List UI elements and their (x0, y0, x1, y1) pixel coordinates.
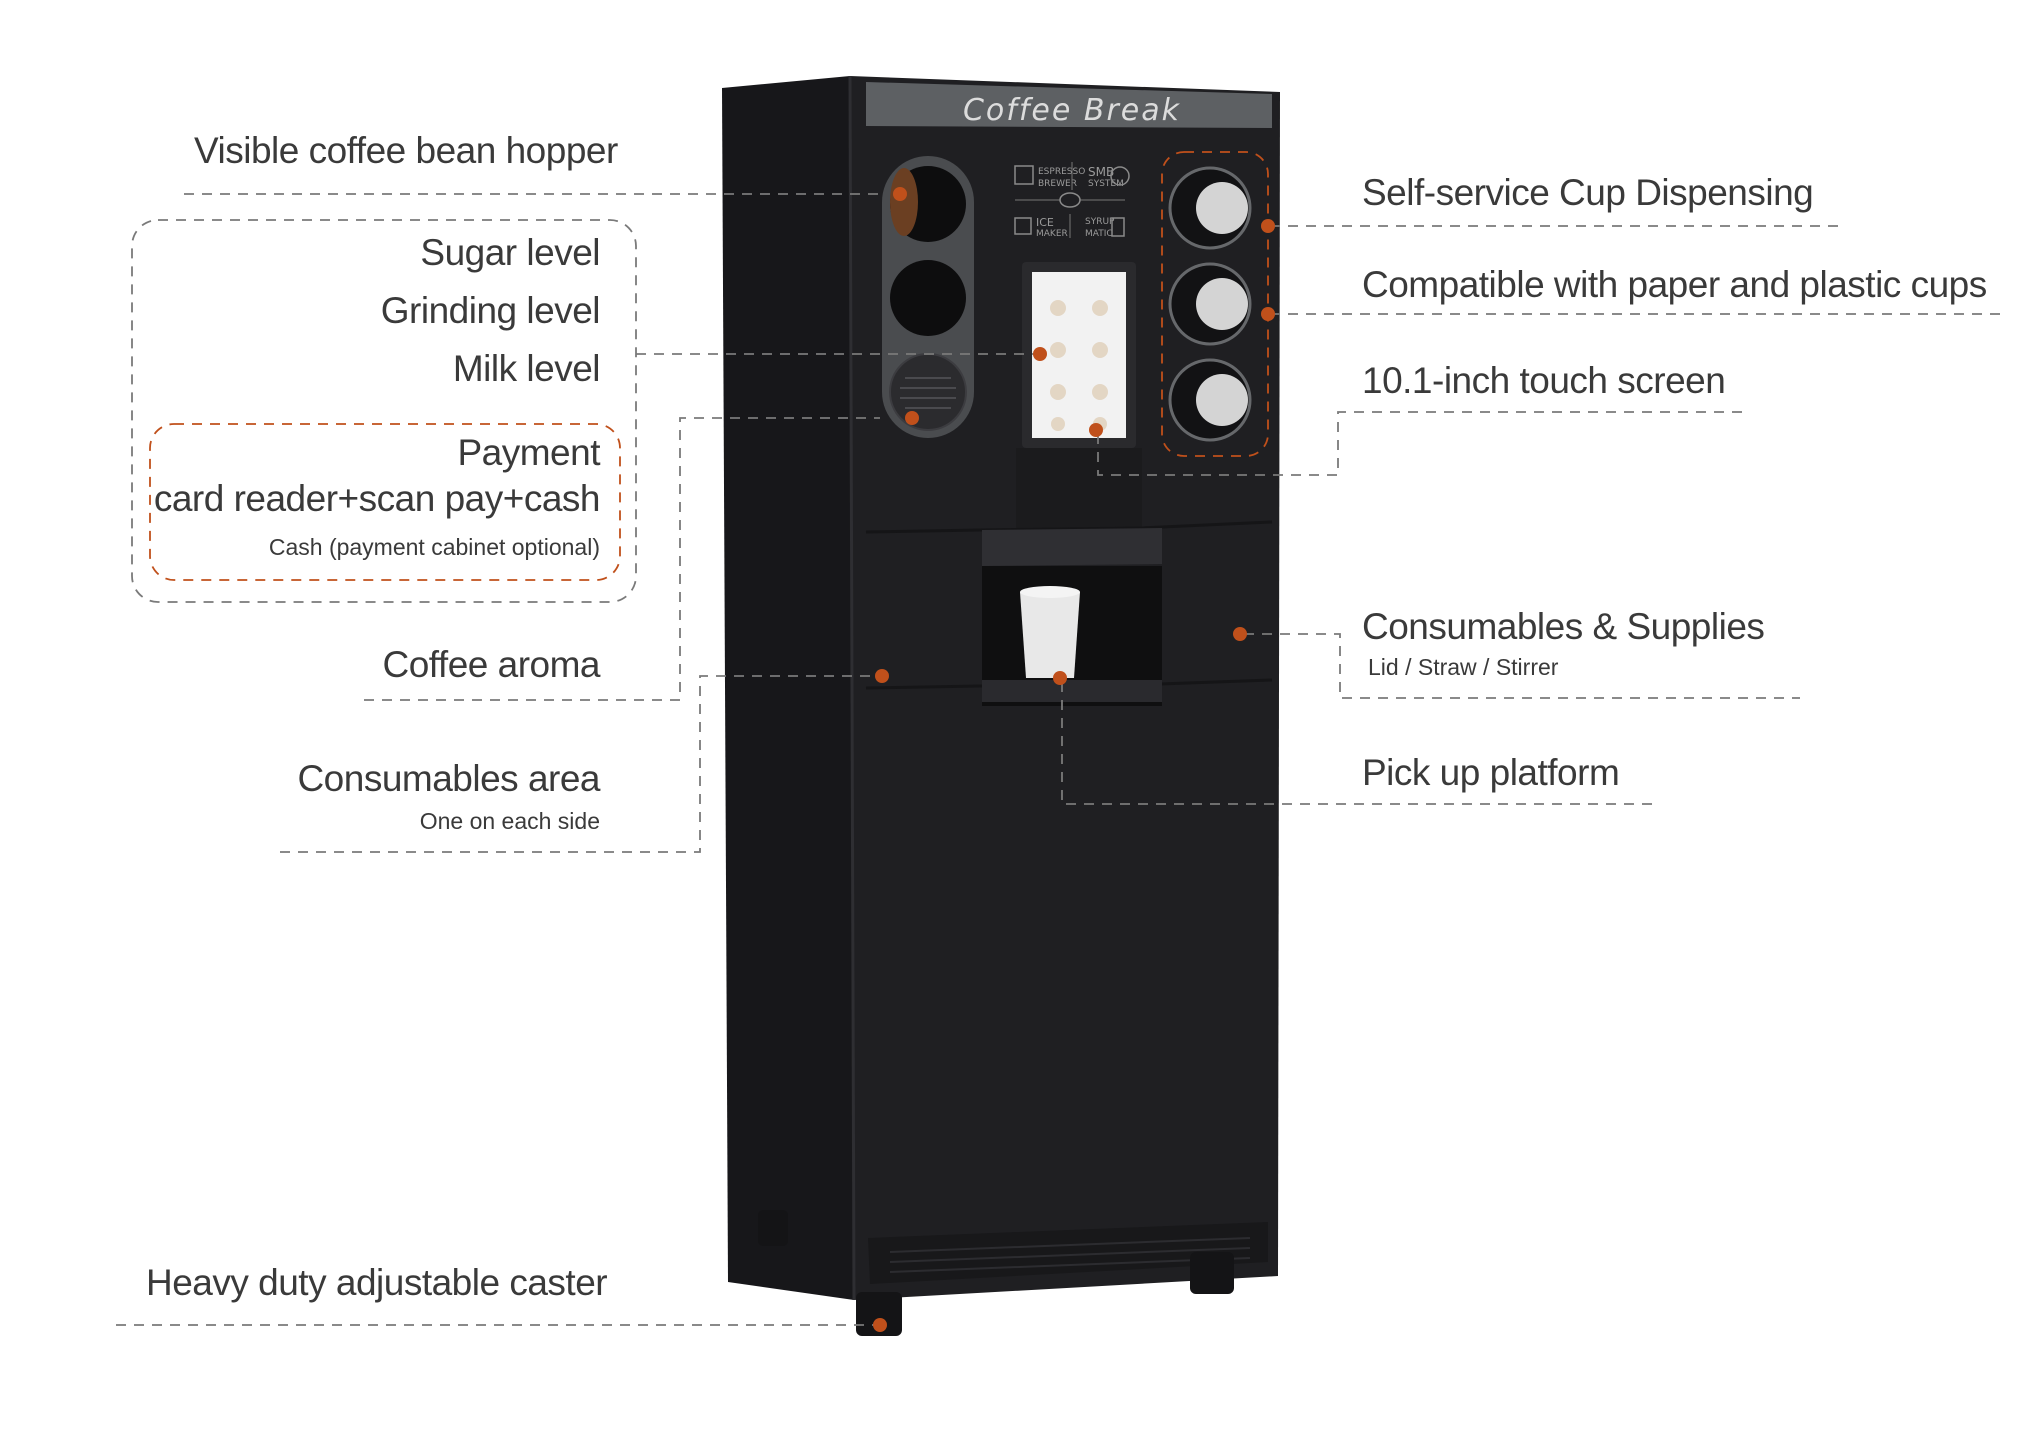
accent-boxes (149, 151, 1269, 581)
syrup-label: SYRUP (1085, 217, 1115, 227)
syrup-bottle-icon (1111, 217, 1125, 237)
caster-rear-left (758, 1210, 788, 1246)
brand-text: Coffee Break (963, 93, 1181, 128)
smb-label: SMB (1088, 165, 1114, 179)
dot-cups-compat (1261, 307, 1275, 321)
clock-icon (1110, 166, 1130, 186)
dot-supplies (1233, 627, 1247, 641)
dot-aroma (905, 411, 919, 425)
dot-touch-screen (1089, 423, 1103, 437)
cup-dispensers (1168, 166, 1252, 442)
label-payment-title: Payment (457, 432, 600, 473)
coffee-cup (1020, 592, 1080, 678)
ice-label: ICE (1036, 216, 1054, 229)
label-pickup: Pick up platform (1362, 752, 1620, 793)
dot-caster (873, 1318, 887, 1332)
espresso-icon (1014, 165, 1034, 185)
touch-screen-display (1032, 272, 1126, 438)
cabinet-seam (865, 520, 1273, 534)
dot-levels (1033, 347, 1047, 361)
dot-hopper (893, 187, 907, 201)
matic-label: MATIC (1085, 229, 1113, 239)
dot-cup-dispensing (1261, 219, 1275, 233)
line-supplies (1244, 633, 1800, 699)
label-grinding-level: Grinding level (380, 290, 601, 331)
label-cups-compat: Compatible with paper and plastic cups (1362, 264, 1987, 305)
coffee-cup-rim (1020, 586, 1080, 598)
maker-label: MAKER (1036, 229, 1068, 239)
caster-front-right (1190, 1252, 1234, 1294)
system-label: SYSTEM (1088, 179, 1124, 189)
line-pickup (1061, 682, 1652, 805)
label-touch-screen: 10.1-inch touch screen (1362, 360, 1726, 401)
espresso-label: ESPRESSO (1038, 167, 1085, 177)
feature-icons-panel: ESPRESSO BREWER SMB SYSTEM ICE MAKER SYR… (1014, 162, 1130, 239)
label-caster: Heavy duty adjustable caster (146, 1262, 608, 1303)
caster-front-left (856, 1292, 902, 1336)
grille-lines (900, 377, 956, 409)
brewer-label: BREWER (1038, 179, 1077, 189)
level-group-box (131, 219, 637, 603)
coffee-bean-icon (1059, 192, 1081, 208)
label-sugar-level: Sugar level (420, 232, 600, 273)
machine-edge (848, 75, 856, 1301)
line-consumables-area (280, 675, 882, 853)
vending-machine: Coffee Break ESPRESSO BREWER SMB SYSTEM … (722, 75, 1280, 1336)
label-coffee-aroma: Coffee aroma (382, 644, 601, 685)
coffee-beans (890, 168, 918, 236)
callout-lines (116, 193, 2005, 1326)
label-payment-methods: card reader+scan pay+cash (153, 478, 601, 519)
machine-side-panel (722, 76, 854, 1300)
pickup-hood (982, 528, 1162, 566)
cup-stack-1 (1196, 182, 1248, 234)
callout-dots (873, 187, 1275, 1332)
label-milk-level: Milk level (452, 348, 601, 389)
cup-stack-2 (1196, 278, 1248, 330)
label-cup-dispensing: Self-service Cup Dispensing (1362, 172, 1814, 213)
cup-stack-3 (1196, 374, 1248, 426)
label-consumables-area-note: One on each side (419, 808, 600, 834)
payment-box (149, 423, 621, 581)
dot-pickup (1053, 671, 1067, 685)
label-hopper: Visible coffee bean hopper (194, 130, 618, 171)
line-touch-screen (1097, 411, 1748, 476)
brand-strip (866, 82, 1272, 128)
cup-dispensers-box (1161, 151, 1269, 457)
label-consumables-area: Consumables area (297, 758, 600, 799)
hopper-window-middle (890, 260, 966, 336)
label-supplies: Consumables & Supplies (1362, 606, 1765, 647)
ice-icon (1014, 217, 1032, 235)
screen-stand (1016, 448, 1142, 528)
label-payment-note: Cash (payment cabinet optional) (268, 534, 600, 560)
aroma-grille (889, 353, 967, 431)
label-supplies-note: Lid / Straw / Stirrer (1368, 654, 1559, 680)
pickup-tray (982, 680, 1162, 702)
dot-consumables-area (875, 669, 889, 683)
line-aroma (364, 417, 880, 701)
